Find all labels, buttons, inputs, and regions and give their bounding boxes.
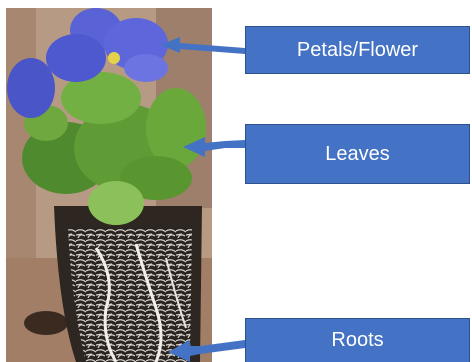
petals-arrow xyxy=(160,37,245,54)
roots-arrow xyxy=(168,340,245,362)
label-petals-text: Petals/Flower xyxy=(297,39,418,62)
label-leaves-text: Leaves xyxy=(325,143,390,166)
leaves-arrow xyxy=(183,137,245,157)
label-leaves: Leaves xyxy=(245,124,470,184)
label-roots: Roots xyxy=(245,318,470,362)
label-petals-flower: Petals/Flower xyxy=(245,26,470,74)
label-roots-text: Roots xyxy=(331,329,383,352)
